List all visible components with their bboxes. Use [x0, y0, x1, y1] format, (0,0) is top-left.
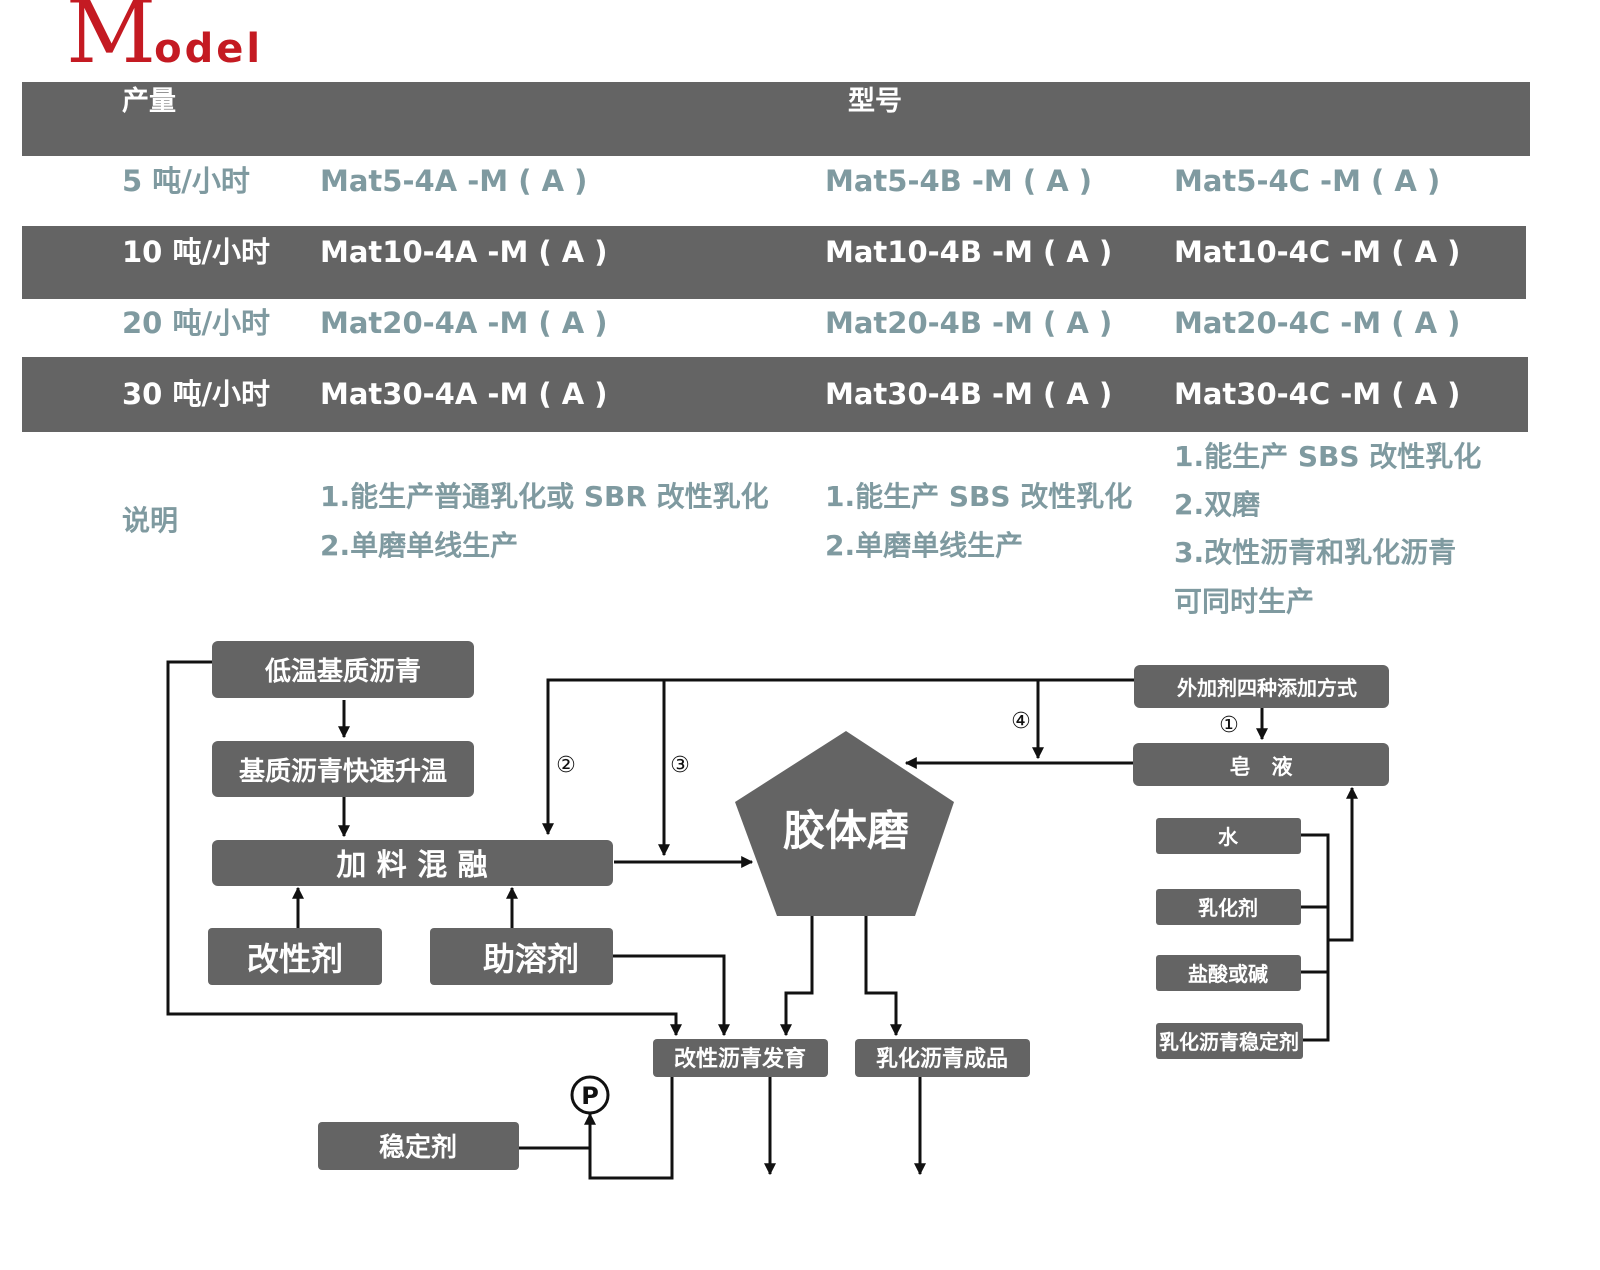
edge-lowtemp-loop [166, 660, 682, 1037]
row2-model-a: Mat10-4A -M ( A ) [320, 235, 608, 269]
node-emulsifier-label: 乳化剂 [1198, 896, 1258, 920]
node-low-temp-box [212, 641, 474, 698]
node-low-temp-label: 低温基质沥青 [264, 657, 421, 687]
node-emulsifier-box [1156, 889, 1301, 925]
node-water-box [1156, 818, 1301, 854]
desc-b-line1: 1.能生产 SBS 改性乳化 [825, 480, 1133, 513]
node-mixing-label: 加 料 混 融 [336, 848, 487, 883]
node-water-label: 水 [1218, 825, 1239, 849]
desc-c-line3: 3.改性沥青和乳化沥青 [1174, 536, 1457, 569]
node-soap-label: 皂 液 [1230, 755, 1293, 779]
row4-model-a: Mat30-4A -M ( A ) [320, 377, 608, 411]
row1-model-b: Mat5-4B -M ( A ) [825, 164, 1093, 198]
desc-c-line2: 2.双磨 [1174, 488, 1261, 521]
desc-c-line1: 1.能生产 SBS 改性乳化 [1174, 440, 1482, 473]
desc-b-line2: 2.单磨单线生产 [825, 529, 1024, 562]
node-solvent-box [430, 928, 613, 985]
pump-label: P [581, 1082, 599, 1110]
desc-c-line4: 可同时生产 [1174, 585, 1315, 618]
pump-circle [570, 1075, 610, 1115]
row3-model-a: Mat20-4A -M ( A ) [320, 306, 608, 340]
logo-initial: M [66, 0, 156, 83]
row3-capacity: 20 吨/小时 [122, 306, 271, 340]
header-capacity: 产量 [122, 86, 176, 117]
node-stabilizer-label: 稳定剂 [379, 1132, 457, 1163]
node-mill-shape [735, 731, 954, 916]
node-modifier-label: 改性剂 [247, 940, 343, 978]
table-header-band [22, 82, 1530, 156]
row3-model-c: Mat20-4C -M ( A ) [1174, 306, 1461, 340]
node-stabilizer-box [318, 1122, 519, 1170]
node-modified-dev-box [653, 1039, 828, 1077]
node-mixing-box [212, 840, 613, 886]
header-model: 型号 [848, 86, 902, 117]
desc-label: 说明 [122, 504, 179, 537]
node-stabilizer-emul-box [1156, 1023, 1303, 1059]
row2-model-c: Mat10-4C -M ( A ) [1174, 235, 1461, 269]
table-row-band-2 [22, 226, 1526, 299]
label-three: ③ [670, 753, 690, 778]
edge-water-collector [1301, 833, 1330, 1042]
row4-capacity: 30 吨/小时 [122, 377, 271, 411]
node-fast-heat-label: 基质沥青快速升温 [239, 757, 447, 787]
edge-collector-soap [1328, 786, 1358, 942]
node-modifier-box [208, 928, 382, 985]
label-two: ② [556, 753, 576, 778]
row1-capacity: 5 吨/小时 [122, 164, 250, 198]
row4-model-b: Mat30-4B -M ( A ) [825, 377, 1113, 411]
edge-mill-dev [780, 916, 814, 1037]
node-solvent-label: 助溶剂 [483, 940, 579, 978]
table-row-band-4 [22, 357, 1528, 432]
edge-solvent-dev [613, 954, 730, 1037]
row1-model-a: Mat5-4A -M ( A ) [320, 164, 588, 198]
node-soap-box [1133, 743, 1389, 786]
label-one: ① [1219, 713, 1239, 738]
logo-rest: odel [154, 26, 264, 72]
model-logo: Model [66, 0, 263, 78]
node-emul-product-box [855, 1039, 1030, 1077]
row3-model-b: Mat20-4B -M ( A ) [825, 306, 1113, 340]
node-mill-label: 胶体磨 [783, 806, 909, 855]
node-emul-product-label: 乳化沥青成品 [876, 1046, 1008, 1072]
node-stabilizer-emul-label: 乳化沥青稳定剂 [1159, 1030, 1299, 1054]
node-acid-base-label: 盐酸或碱 [1188, 962, 1268, 986]
edge-additive-top [542, 678, 1134, 836]
row2-capacity: 10 吨/小时 [122, 235, 271, 269]
node-acid-base-box [1156, 955, 1301, 991]
label-four: ④ [1011, 709, 1031, 734]
row1-model-c: Mat5-4C -M ( A ) [1174, 164, 1441, 198]
node-modified-dev-label: 改性沥青发育 [674, 1046, 806, 1072]
node-additive-box [1134, 665, 1389, 708]
edge-mill-product [864, 916, 902, 1037]
desc-a-line2: 2.单磨单线生产 [320, 529, 519, 562]
row2-model-b: Mat10-4B -M ( A ) [825, 235, 1113, 269]
node-fast-heat-box [212, 741, 474, 797]
desc-a-line1: 1.能生产普通乳化或 SBR 改性乳化 [320, 480, 769, 513]
node-additive-label: 外加剂四种添加方式 [1177, 676, 1357, 700]
edge-pump-dev [584, 1077, 674, 1180]
row4-model-c: Mat30-4C -M ( A ) [1174, 377, 1461, 411]
